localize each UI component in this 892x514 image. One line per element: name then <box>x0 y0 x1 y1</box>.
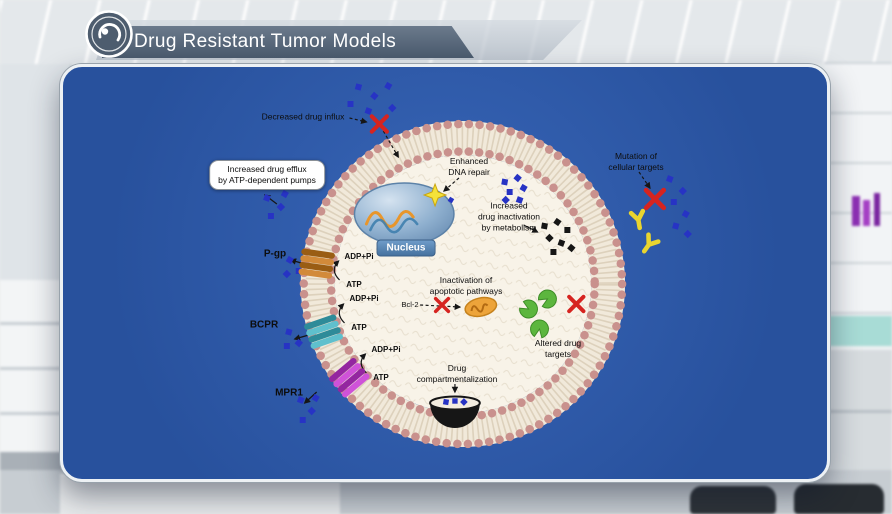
lab-chair <box>794 484 884 514</box>
label-pgp-adp: ADP+Pi <box>344 251 374 261</box>
mitochondria-icon <box>464 296 498 318</box>
nucleus <box>353 182 455 246</box>
dna-strand-icon <box>369 217 419 234</box>
label-decreased-influx: Decreased drug influx <box>261 111 345 122</box>
label-mutation-targets: Mutation of cellular targets <box>608 150 664 172</box>
label-pump-mpr1: MPR1 <box>275 387 303 399</box>
label-compartmentalization: Drug compartmentalization <box>416 362 498 384</box>
lab-chair <box>690 486 776 514</box>
pump-mpr1 <box>329 357 370 398</box>
label-bcpr-adp: ADP+Pi <box>349 293 379 303</box>
label-pgp-atp: ATP <box>346 279 362 289</box>
diagram-arrows <box>263 117 651 404</box>
lab-left-cabinet <box>0 280 68 460</box>
lab-right-cabinet <box>824 350 892 480</box>
pump-bcpr <box>304 314 343 349</box>
label-bcpr-atp: ATP <box>351 322 367 332</box>
label-increased-efflux: Increased drug efflux by ATP-dependent p… <box>209 159 325 191</box>
label-enhanced-repair: Enhanced DNA repair <box>448 155 490 177</box>
reagent-bottle <box>874 193 880 226</box>
pump-pgp <box>298 248 335 279</box>
label-pump-pgp: P-gp <box>263 248 287 260</box>
label-drug-inactivation: Increased drug inactivation by metabolis… <box>478 200 540 233</box>
label-mpr1-adp: ADP+Pi <box>371 344 401 354</box>
label-apoptotic: Inactivation of apoptotic pathways <box>429 274 503 296</box>
nucleus-label: Nucleus <box>376 239 436 257</box>
dna-strand-icon <box>364 210 415 228</box>
label-pump-bcpr: BCPR <box>249 319 279 331</box>
reagent-bottle <box>863 200 870 226</box>
antibody-icons <box>631 211 658 255</box>
tumor-cell-diagram <box>263 81 692 449</box>
reagent-bottle <box>852 196 860 226</box>
page-title: Drug Resistant Tumor Models <box>134 31 397 52</box>
repair-spark-icon <box>422 182 448 208</box>
header-ribbon <box>102 26 474 58</box>
diagram-panel: Decreased drug influx Increased drug eff… <box>60 64 830 482</box>
label-mpr1-atp: ATP <box>373 372 389 382</box>
logo-icon <box>85 10 133 58</box>
label-bcl2: Bcl-2 <box>401 300 419 310</box>
label-altered-targets: Altered drug targets <box>534 337 582 359</box>
lab-glass-panel <box>826 316 892 346</box>
lab-right-shelf <box>824 62 892 314</box>
vesicle-bowl-icon <box>429 395 481 428</box>
